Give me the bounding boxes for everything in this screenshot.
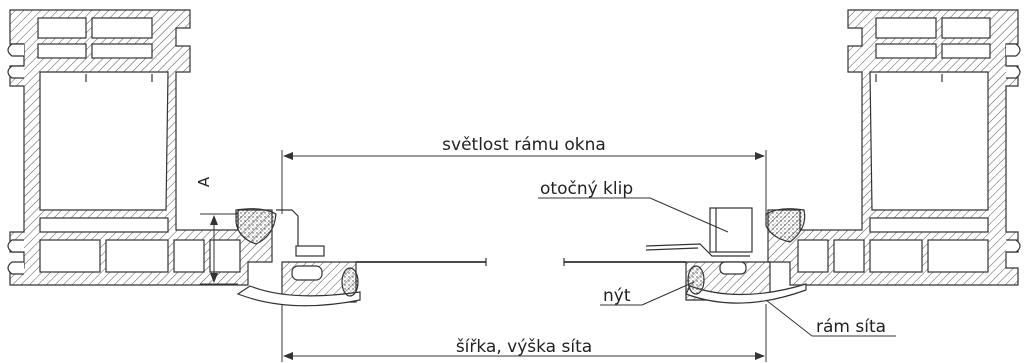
label-screen-size: šířka, výška síta [456,337,592,357]
label-clear-opening: světlost rámu okna [442,135,606,155]
label-screen-frame: rám síta [816,317,886,337]
callout-rivet [600,281,695,306]
left-window-profile [7,9,277,286]
right-gasket [765,208,806,243]
left-gasket [235,208,277,245]
dimension-clear-opening [281,150,767,214]
right-window-profile [765,9,1021,286]
left-clip-bracket [276,209,325,257]
callout-screen-frame [765,299,896,337]
label-pivot-clip: otočný klip [540,179,633,199]
pivot-clip-part [645,207,753,257]
dimension-screen-size [281,304,767,362]
dimension-a [200,213,238,285]
label-dimension-a: A [195,176,213,187]
label-rivet: nýt [603,286,631,306]
right-screen-frame [563,258,807,304]
left-screen-frame [236,258,487,307]
callout-pivot-clip [538,197,729,233]
